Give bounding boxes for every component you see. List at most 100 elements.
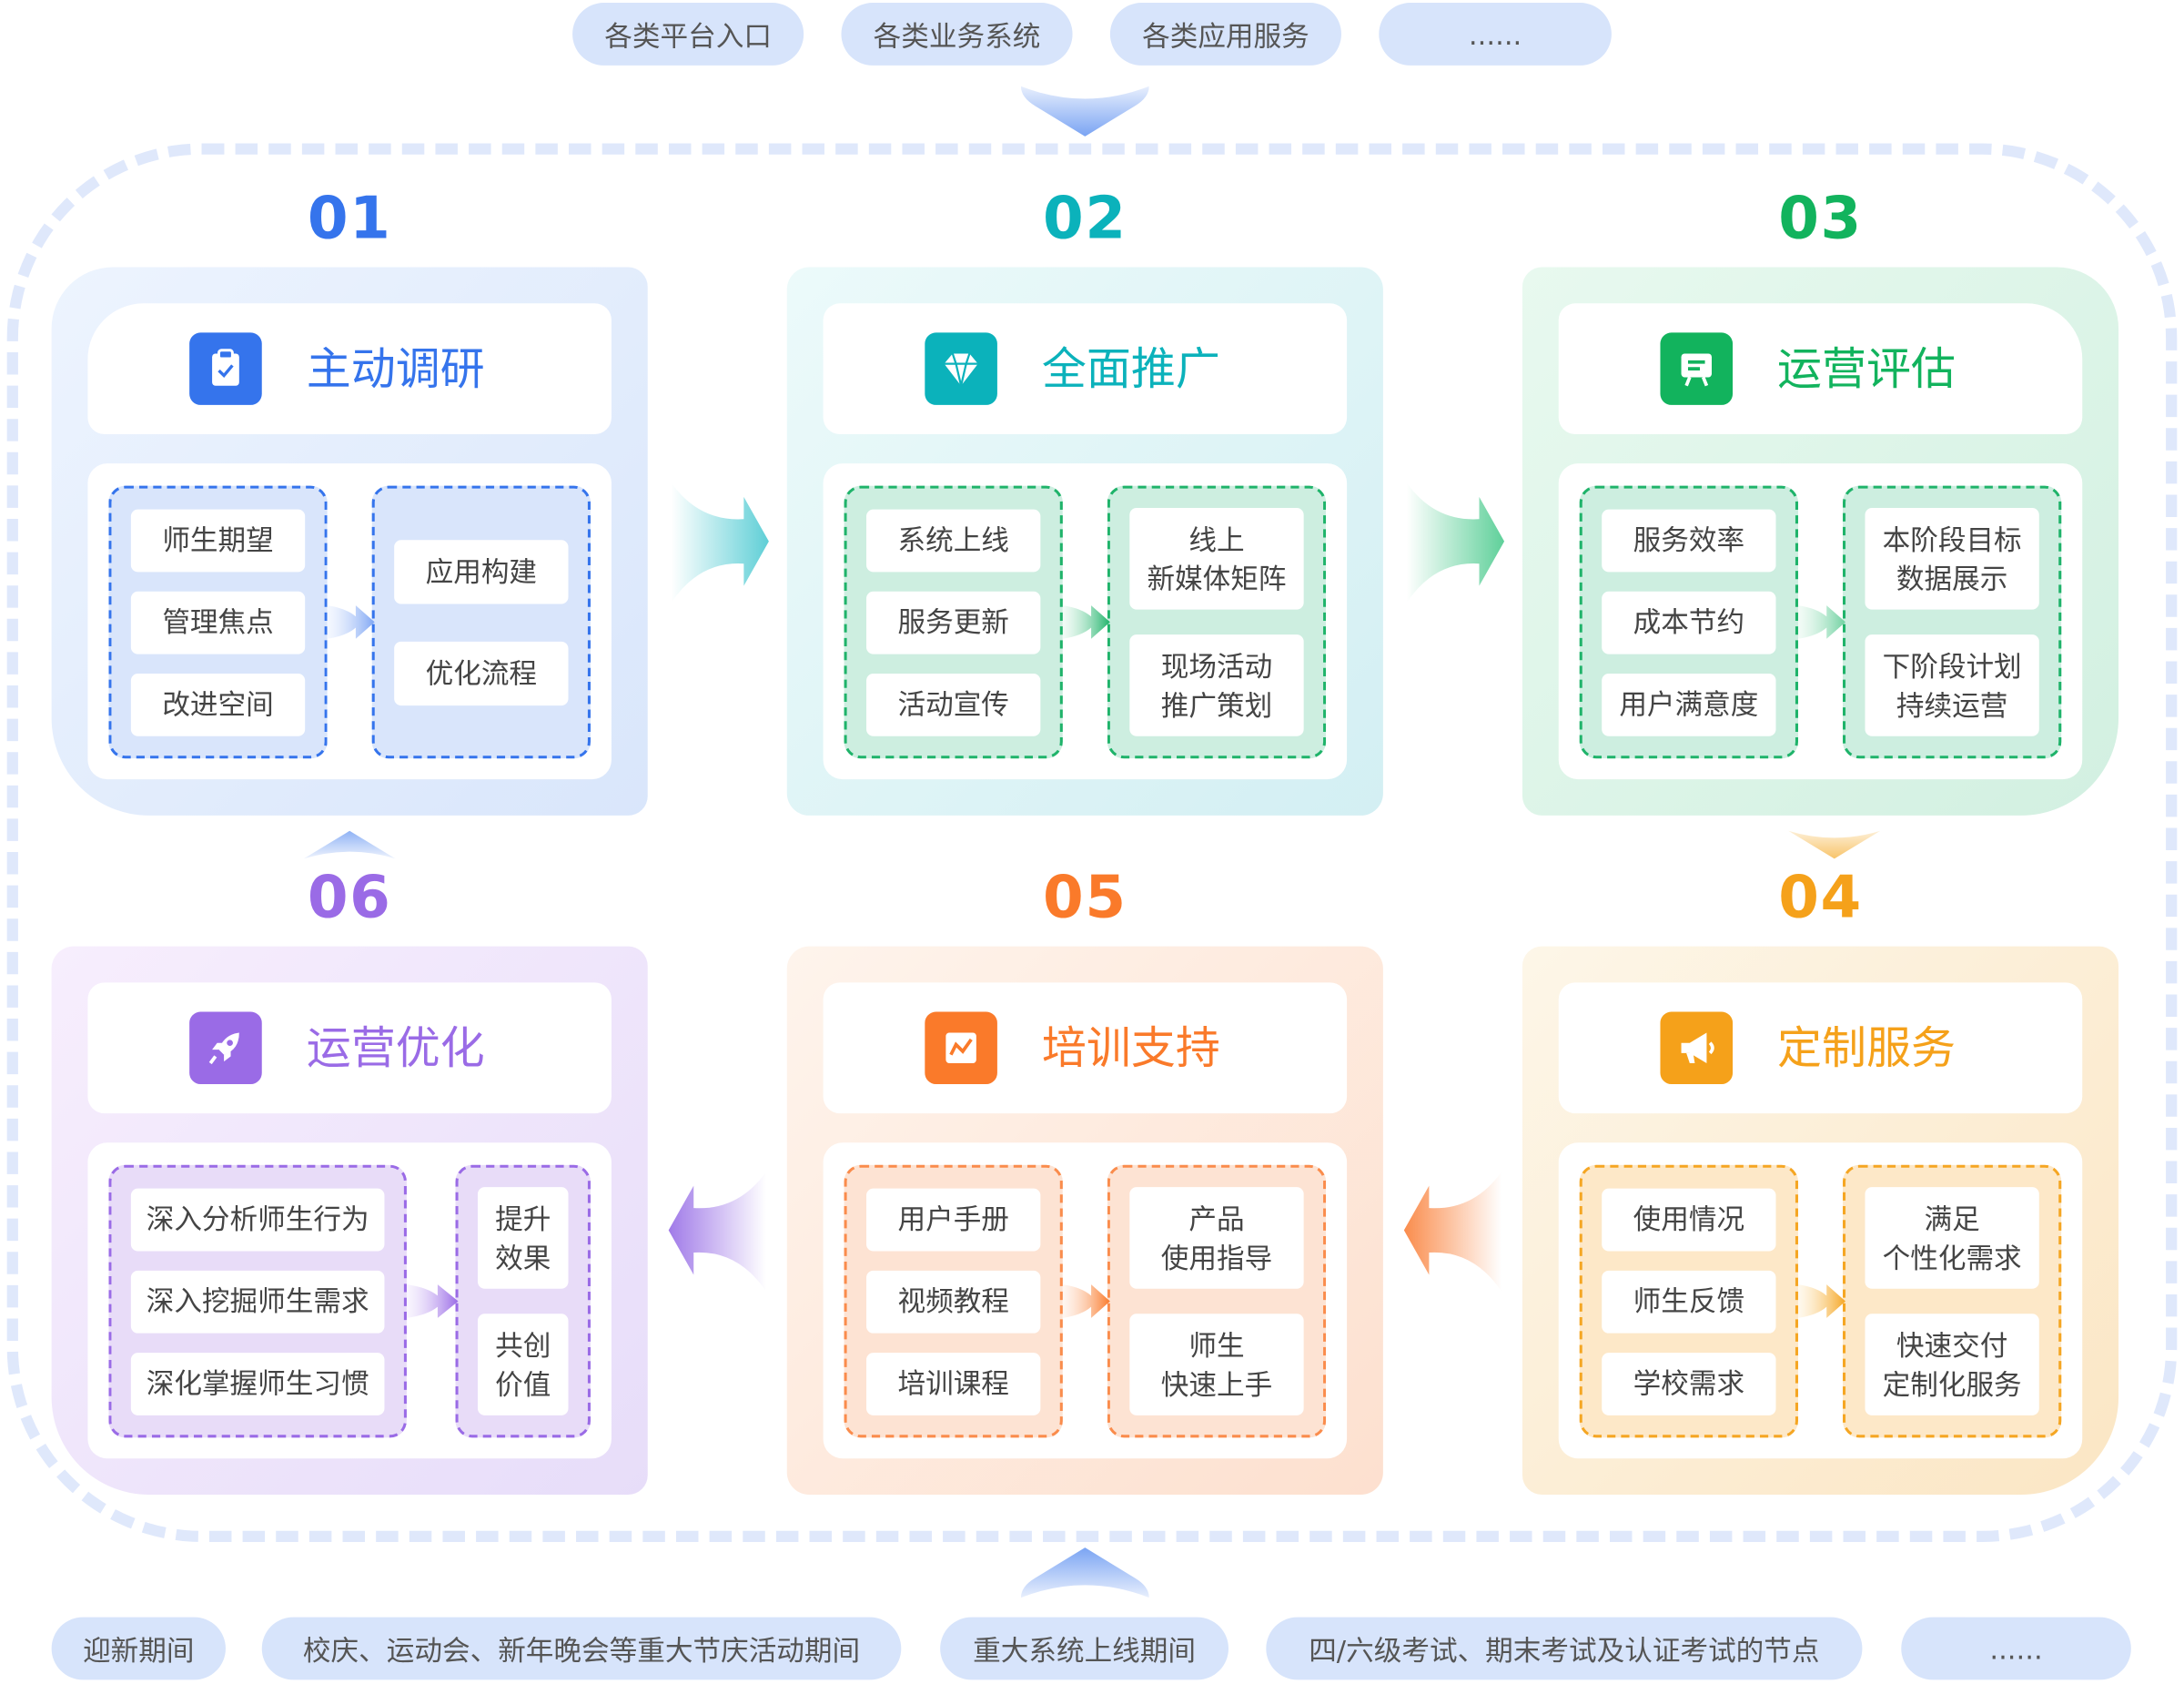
input-item: 活动宣传 bbox=[866, 673, 1041, 736]
step-title: 全面推广 bbox=[1041, 342, 1220, 396]
input-item: 服务效率 bbox=[1602, 508, 1776, 572]
input-item: 用户满意度 bbox=[1602, 673, 1776, 736]
step-header: 全面推广 bbox=[823, 303, 1348, 435]
output-group: 线上 新媒体矩阵现场活动 推广策划 bbox=[1107, 485, 1327, 759]
clipboard-check-icon bbox=[189, 332, 262, 405]
period-pill: 重大系统上线期间 bbox=[940, 1617, 1228, 1680]
input-item: 师生期望 bbox=[130, 508, 306, 572]
input-item: 深化掌握师生习惯 bbox=[130, 1352, 385, 1415]
input-item: 学校需求 bbox=[1602, 1352, 1776, 1415]
output-item: 产品 使用指导 bbox=[1129, 1187, 1304, 1289]
input-item: 视频教程 bbox=[866, 1270, 1041, 1333]
input-group: 深入分析师生行为深入挖掘师生需求深化掌握师生习惯 bbox=[108, 1164, 407, 1438]
step-content: 师生期望管理焦点改进空间应用构建优化流程 bbox=[87, 463, 612, 780]
input-item: 深入挖掘师生需求 bbox=[130, 1270, 385, 1333]
input-group: 系统上线服务更新活动宣传 bbox=[844, 485, 1063, 759]
step-number: 02 bbox=[1043, 183, 1127, 252]
step-header: 主动调研 bbox=[87, 303, 612, 435]
step-header: 运营评估 bbox=[1558, 303, 2083, 435]
step-card: 培训支持用户手册视频教程培训课程 产品 使用指导师生 快速上手 bbox=[786, 946, 1383, 1496]
input-item: 管理焦点 bbox=[130, 591, 306, 654]
output-item: 线上 新媒体矩阵 bbox=[1129, 508, 1304, 610]
period-pill: 迎新期间 bbox=[51, 1617, 226, 1680]
output-item: 共创 价值 bbox=[477, 1314, 569, 1415]
arrow-left-icon bbox=[1401, 1169, 1502, 1294]
output-item: 本阶段目标 数据展示 bbox=[1865, 508, 2039, 610]
arrow-right-icon bbox=[671, 480, 772, 605]
step-title: 主动调研 bbox=[306, 342, 485, 396]
step-card: 全面推广系统上线服务更新活动宣传线上 新媒体矩阵现场活动 推广策划 bbox=[786, 267, 1383, 816]
arrow-left-icon bbox=[666, 1169, 766, 1294]
up-chevron-icon bbox=[1020, 1547, 1149, 1598]
step-header: 培训支持 bbox=[823, 982, 1348, 1114]
output-group: 本阶段目标 数据展示下阶段计划 持续运营 bbox=[1842, 485, 2062, 759]
source-pill: 各类应用服务 bbox=[1109, 3, 1341, 66]
step-card: 主动调研师生期望管理焦点改进空间应用构建优化流程 bbox=[51, 267, 648, 816]
up-chevron-icon bbox=[303, 830, 396, 859]
input-item: 用户手册 bbox=[866, 1187, 1041, 1251]
input-item: 培训课程 bbox=[866, 1352, 1041, 1415]
input-group: 使用情况师生反馈学校需求 bbox=[1579, 1164, 1799, 1438]
output-group: 满足 个性化需求快速交付 定制化服务 bbox=[1842, 1164, 2062, 1438]
presentation-board-icon bbox=[1660, 332, 1734, 405]
output-item: 快速交付 定制化服务 bbox=[1865, 1314, 2039, 1415]
output-item: 师生 快速上手 bbox=[1129, 1314, 1304, 1415]
input-group: 服务效率成本节约用户满意度 bbox=[1579, 485, 1799, 759]
arrow-right-icon bbox=[1406, 480, 1507, 605]
megaphone-icon bbox=[1660, 1011, 1734, 1085]
period-pill: 校庆、运动会、新年晚会等重大节庆活动期间 bbox=[261, 1617, 902, 1680]
input-item: 使用情况 bbox=[1602, 1187, 1776, 1251]
arrow-right-icon bbox=[1062, 1273, 1110, 1329]
arrow-right-icon bbox=[406, 1273, 459, 1329]
arrow-right-icon bbox=[1798, 594, 1846, 650]
period-pill: ...... bbox=[1901, 1617, 2131, 1680]
period-pill: 四/六级考试、期末考试及认证考试的节点 bbox=[1266, 1617, 1863, 1680]
down-chevron-icon bbox=[1788, 830, 1881, 859]
step-title: 运营评估 bbox=[1777, 342, 1956, 396]
arrow-right-icon bbox=[1062, 594, 1110, 650]
step-number: 04 bbox=[1778, 862, 1863, 931]
step-number: 06 bbox=[307, 862, 392, 931]
input-group: 师生期望管理焦点改进空间 bbox=[108, 485, 328, 759]
step-number: 03 bbox=[1778, 183, 1863, 252]
step-title: 培训支持 bbox=[1041, 1021, 1220, 1075]
source-pill: 各类业务系统 bbox=[841, 3, 1073, 66]
source-pill: 各类平台入口 bbox=[572, 3, 804, 66]
input-item: 深入分析师生行为 bbox=[130, 1187, 385, 1251]
step-content: 系统上线服务更新活动宣传线上 新媒体矩阵现场活动 推广策划 bbox=[823, 463, 1348, 780]
output-group: 提升 效果共创 价值 bbox=[455, 1164, 591, 1438]
rocket-icon bbox=[189, 1011, 262, 1085]
step-content: 使用情况师生反馈学校需求满足 个性化需求快速交付 定制化服务 bbox=[1558, 1142, 2083, 1459]
step-title: 定制服务 bbox=[1777, 1021, 1956, 1075]
chart-line-icon bbox=[925, 1011, 997, 1085]
arrow-right-icon bbox=[1798, 1273, 1846, 1329]
output-item: 现场活动 推广策划 bbox=[1129, 634, 1304, 736]
input-item: 系统上线 bbox=[866, 508, 1041, 572]
step-number: 05 bbox=[1043, 862, 1127, 931]
output-group: 产品 使用指导师生 快速上手 bbox=[1107, 1164, 1327, 1438]
output-item: 优化流程 bbox=[394, 641, 569, 705]
output-item: 满足 个性化需求 bbox=[1865, 1187, 2039, 1289]
input-item: 成本节约 bbox=[1602, 591, 1776, 654]
step-title: 运营优化 bbox=[306, 1021, 485, 1075]
step-header: 定制服务 bbox=[1558, 982, 2083, 1114]
step-card: 运营评估服务效率成本节约用户满意度本阶段目标 数据展示下阶段计划 持续运营 bbox=[1522, 267, 2119, 816]
diamond-icon bbox=[925, 332, 997, 405]
step-card: 运营优化深入分析师生行为深入挖掘师生需求深化掌握师生习惯提升 效果共创 价值 bbox=[51, 946, 648, 1496]
output-item: 下阶段计划 持续运营 bbox=[1865, 634, 2039, 736]
input-item: 服务更新 bbox=[866, 591, 1041, 654]
output-item: 提升 效果 bbox=[477, 1187, 569, 1289]
down-chevron-icon bbox=[1020, 86, 1149, 137]
step-content: 深入分析师生行为深入挖掘师生需求深化掌握师生习惯提升 效果共创 价值 bbox=[87, 1142, 612, 1459]
output-group: 应用构建优化流程 bbox=[371, 485, 591, 759]
step-content: 服务效率成本节约用户满意度本阶段目标 数据展示下阶段计划 持续运营 bbox=[1558, 463, 2083, 780]
source-pill: ...... bbox=[1379, 3, 1612, 66]
output-item: 应用构建 bbox=[394, 539, 569, 604]
step-number: 01 bbox=[307, 183, 392, 252]
input-item: 师生反馈 bbox=[1602, 1270, 1776, 1333]
step-card: 定制服务使用情况师生反馈学校需求满足 个性化需求快速交付 定制化服务 bbox=[1522, 946, 2119, 1496]
arrow-right-icon bbox=[327, 594, 375, 650]
input-item: 改进空间 bbox=[130, 673, 306, 736]
step-header: 运营优化 bbox=[87, 982, 612, 1114]
